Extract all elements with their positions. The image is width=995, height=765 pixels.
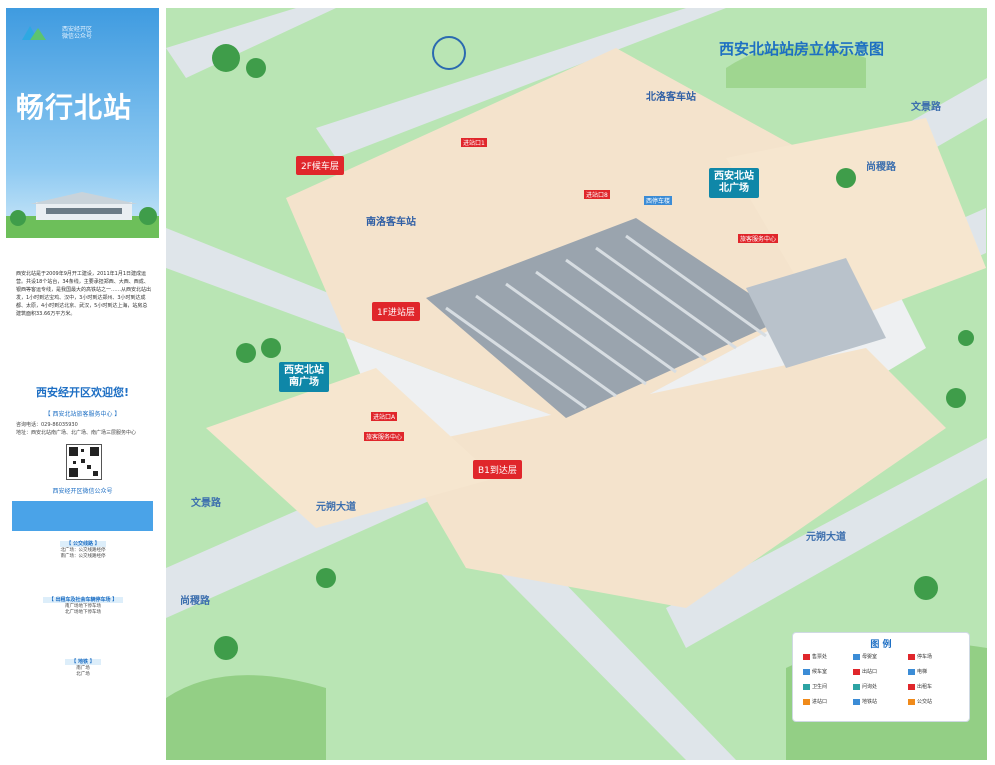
entrance-label[interactable]: 进站口8 — [584, 190, 610, 199]
legend-item: 出租车 — [908, 683, 932, 690]
service-center-north[interactable]: 旅客服务中心 — [738, 234, 779, 243]
service-center-south[interactable]: 旅客服务中心 — [364, 432, 405, 441]
legend-title: 图 例 — [870, 640, 892, 650]
road-label: 北洛客车站 — [646, 92, 696, 103]
legend-item: 出站口 — [853, 668, 877, 675]
road-label: 元朔大道 — [806, 532, 846, 543]
qr-caption: 西安经开区微信公众号 — [52, 488, 113, 495]
transport-info: 【 公交线路 】 北广场：公交线路经停 南广场：公交线路经停 【 出租车及社会车… — [14, 538, 152, 678]
road-label: 元朔大道 — [316, 502, 356, 513]
legend-item: 电梯 — [908, 668, 927, 675]
info-heading: 【 地铁 】 — [65, 659, 101, 665]
legend-item: 卫生间 — [803, 683, 827, 690]
info-header: 西安经开区 微信公众号 畅行北站 — [6, 8, 159, 238]
road-label: 南洛客车站 — [366, 217, 416, 228]
info-line: 南广场：公交线路经停 — [60, 554, 106, 559]
info-line: 北广场 — [76, 672, 90, 677]
legend-item: 进站口 — [803, 698, 827, 705]
info-heading: 【 出租车及社会车辆停车场 】 — [42, 597, 124, 603]
north-square-label[interactable]: 西安北站 北广场 — [709, 168, 759, 198]
station-illustration — [6, 192, 159, 238]
entrance-label[interactable]: 进站口1 — [461, 138, 487, 147]
south-square-label[interactable]: 西安北站 南广场 — [279, 362, 329, 392]
map-legend: 图 例 售票处 候车室 卫生间 进站口 母婴室 出站口 问询处 地铁站 停车场 … — [792, 632, 970, 722]
station-map[interactable]: 西安北站站房立体示意图 2F候车层 1F进站层 B1到达层 西安北站 北广场 西… — [166, 8, 987, 760]
road-label: 文景路 — [191, 498, 221, 509]
info-line: 北广场：公交线路经停 — [60, 548, 106, 553]
legend-item: 公交站 — [908, 698, 932, 705]
layer-label-1f[interactable]: 1F进站层 — [372, 302, 420, 321]
legend-item: 售票处 — [803, 653, 827, 660]
entrance-label[interactable]: 进站口A — [371, 412, 398, 421]
panel-title: 畅行北站 — [16, 91, 133, 124]
qr-code-icon[interactable] — [66, 444, 102, 480]
info-heading: 【 公交线路 】 — [60, 541, 106, 547]
layer-label-2f[interactable]: 2F候车层 — [296, 156, 344, 175]
info-line: 南广场 — [76, 666, 90, 671]
legend-item: 候车室 — [803, 668, 827, 675]
legend-item: 地铁站 — [853, 698, 877, 705]
compass-icon — [432, 36, 466, 70]
road-label: 尚稷路 — [180, 596, 210, 607]
info-line: 南广场地下停车场 — [65, 604, 101, 609]
logo-icon — [22, 26, 46, 40]
service-center-title: 【 西安北站旅客服务中心 】 — [44, 411, 121, 418]
map-illustration — [166, 8, 987, 760]
road-label: 尚稷路 — [866, 162, 896, 173]
legend-item: 母婴室 — [853, 653, 877, 660]
divider-band — [12, 501, 153, 531]
station-intro: 西安北站是于2009年9月开工建设，2011年1月1日建成运营。共设18个站台，… — [16, 271, 152, 317]
legend-item: 问询处 — [853, 683, 877, 690]
service-center-text: 咨询电话：029-86035930 地址：西安北站南广场、北广场、南广场三层服务… — [16, 422, 137, 436]
welcome-text: 西安经开区欢迎您! — [35, 386, 130, 399]
info-panel: 西安经开区 微信公众号 畅行北站 西安北站是于2009年9月开工建设，2011年… — [6, 8, 159, 760]
layer-label-b1[interactable]: B1到达层 — [473, 460, 522, 479]
legend-item: 停车场 — [908, 653, 932, 660]
parking-building-label[interactable]: 西停车楼 — [644, 196, 673, 205]
info-line: 北广场地下停车场 — [65, 610, 101, 615]
logo-text: 西安经开区 微信公众号 — [62, 26, 93, 40]
road-label: 文景路 — [911, 102, 941, 113]
map-title: 西安北站站房立体示意图 — [719, 40, 885, 58]
